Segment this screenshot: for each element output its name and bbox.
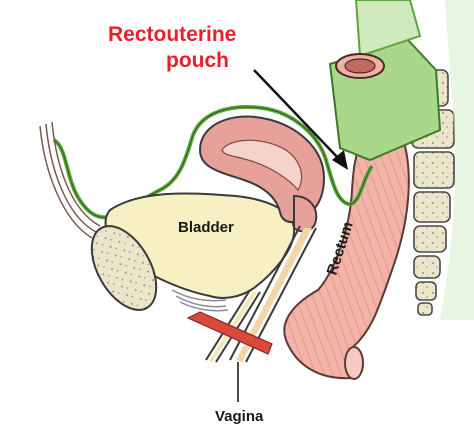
sacrum-shading — [440, 0, 474, 320]
pubic-bone — [90, 225, 158, 311]
mesentery-upper — [354, 0, 422, 58]
cervix — [293, 194, 318, 233]
callout-arrow — [253, 69, 348, 170]
perineal-muscle — [186, 311, 273, 355]
peritoneum-line-edge — [53, 106, 373, 218]
colon-lumen-inner — [344, 58, 376, 74]
pubovesical-ligament — [171, 289, 229, 312]
rectum — [283, 108, 410, 380]
sacrum-vertebrae — [407, 69, 455, 316]
vagina-label: Vagina — [215, 408, 264, 425]
callout-label-line2: pouch — [166, 49, 229, 72]
callout-label-line1: Rectouterine — [108, 23, 236, 46]
abdominal-wall — [39, 121, 101, 239]
rectum-opening — [344, 346, 364, 380]
bladder-label: Bladder — [178, 219, 234, 236]
uterine-cavity — [221, 139, 303, 192]
